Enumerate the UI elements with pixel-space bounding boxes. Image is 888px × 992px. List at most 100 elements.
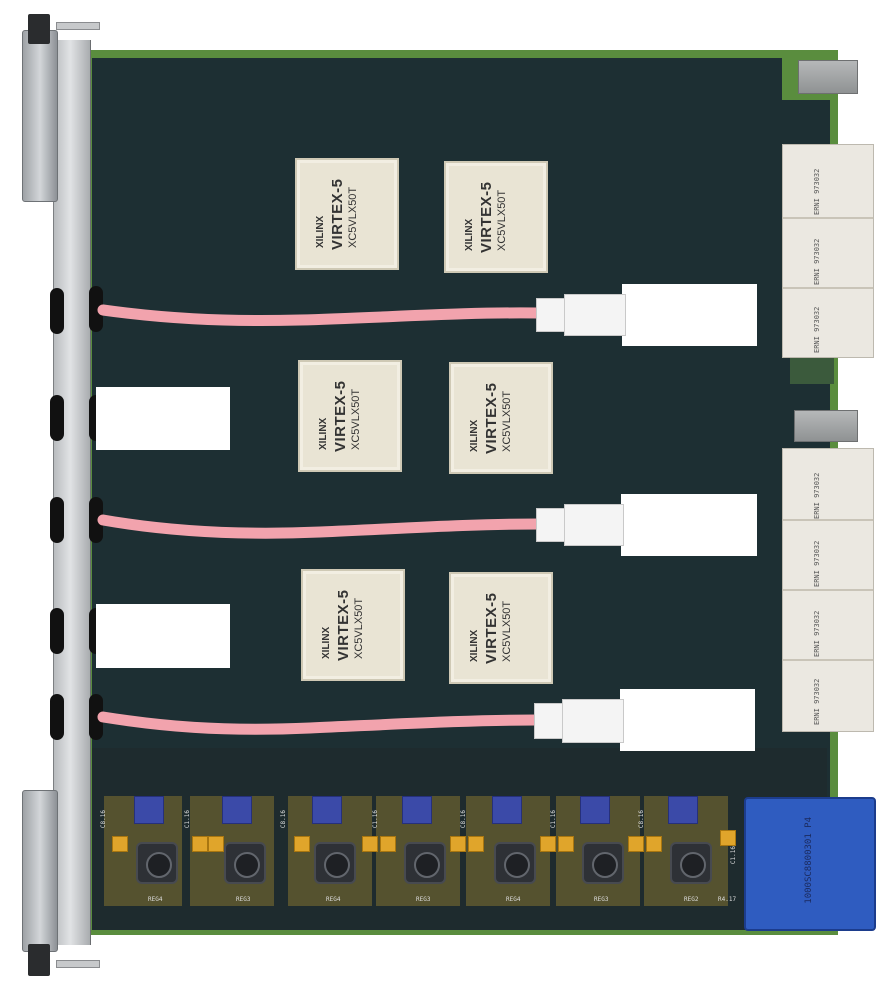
inductor-core	[414, 852, 440, 878]
fiber-cable-3	[97, 711, 542, 735]
tantalum-capacitor	[540, 836, 556, 852]
chip-brand: XILINX	[315, 215, 326, 248]
regulator-label: REG4	[506, 896, 521, 903]
regulator-ic	[222, 796, 252, 824]
front-panel	[53, 40, 91, 945]
fpga-chip: XILINX VIRTEX-5 XC5VLX50T	[298, 360, 402, 472]
bottom-screw-pin	[56, 960, 100, 968]
rj-connector-top[interactable]	[798, 60, 858, 94]
regulator-ic	[134, 796, 164, 824]
tantalum-capacitor	[628, 836, 644, 852]
chip-family: VIRTEX-5	[329, 178, 346, 250]
regulator-ic	[312, 796, 342, 824]
cable-grommet	[50, 694, 64, 740]
connector-divider	[783, 519, 873, 521]
fiber-plug-3	[534, 703, 564, 739]
tantalum-capacitor	[380, 836, 396, 852]
chip-family: VIRTEX-5	[478, 181, 495, 253]
chip-part-number: XC5VLX50T	[353, 597, 365, 659]
connector-label: ERNI 973032	[813, 472, 821, 519]
tantalum-capacitor	[468, 836, 484, 852]
regulator-section: REG4 C8.16 REG3 C1.16 REG4 C8.16 REG3 C1…	[100, 790, 740, 920]
regulator-label: REG3	[594, 896, 609, 903]
regulator-ic	[402, 796, 432, 824]
chip-brand: XILINX	[469, 419, 480, 452]
chip-part-number: XC5VLX50T	[501, 600, 513, 662]
inductor-core	[146, 852, 172, 878]
tantalum-capacitor	[294, 836, 310, 852]
fiber-cable-1	[97, 304, 544, 326]
top-ejector-knob	[28, 14, 50, 44]
capacitor-label: C8.16	[280, 810, 287, 829]
rj-connector-middle[interactable]	[794, 410, 858, 442]
power-inductor	[314, 842, 356, 884]
tantalum-capacitor	[450, 836, 466, 852]
inductor-core	[680, 852, 706, 878]
inductor-core	[234, 852, 260, 878]
chip-part-number: XC5VLX50T	[501, 390, 513, 452]
blank-area	[620, 689, 755, 751]
connector-divider	[783, 217, 873, 219]
chip-family: VIRTEX-5	[335, 589, 352, 661]
fiber-plug-body-1	[564, 294, 626, 336]
capacitor-label: C8.16	[638, 810, 645, 829]
cable-grommet	[89, 694, 103, 740]
top-ejector-handle[interactable]	[22, 30, 58, 202]
capacitor-label: C8.16	[460, 810, 467, 829]
regulator-label: REG3	[236, 896, 251, 903]
fpga-chip: XILINX VIRTEX-5 XC5VLX50T	[444, 161, 548, 273]
connector-divider	[783, 659, 873, 661]
capacitor-label: C1.16	[550, 810, 557, 829]
fiber-plug-body-3	[562, 699, 624, 743]
power-inductor	[494, 842, 536, 884]
power-inductor	[670, 842, 712, 884]
blank-area	[96, 387, 230, 450]
blank-area	[622, 284, 757, 346]
capacitor-label: C1.16	[372, 810, 379, 829]
top-screw-pin	[56, 22, 100, 30]
chip-brand: XILINX	[318, 417, 329, 450]
blank-area	[96, 604, 230, 668]
connector-label: ERNI 973032	[813, 306, 821, 353]
corner-label: R4.17	[718, 896, 737, 903]
connector-label: ERNI 973032	[813, 168, 821, 215]
chip-brand: XILINX	[464, 218, 475, 251]
regulator-label: REG4	[326, 896, 341, 903]
connector-divider	[783, 589, 873, 591]
chip-part-number: XC5VLX50T	[350, 388, 362, 450]
tantalum-capacitor	[208, 836, 224, 852]
chip-part-number: XC5VLX50T	[347, 186, 359, 248]
bottom-ejector-handle[interactable]	[22, 790, 58, 952]
chip-brand: XILINX	[321, 626, 332, 659]
regulator-ic	[668, 796, 698, 824]
inductor-core	[592, 852, 618, 878]
capacitor-label: C1.16	[184, 810, 191, 829]
bottom-ejector-knob	[28, 944, 50, 976]
capacitor-label: C1.16	[730, 846, 737, 865]
cable-grommet	[50, 608, 64, 654]
connector-label: ERNI 973032	[813, 610, 821, 657]
chip-family: VIRTEX-5	[483, 592, 500, 664]
blue-power-module: 1000SC8800301 P4	[744, 797, 876, 931]
tantalum-capacitor	[192, 836, 208, 852]
chip-brand: XILINX	[469, 629, 480, 662]
cable-grommet	[50, 288, 64, 334]
backplane-connector-top: ERNI 973032 ERNI 973032 ERNI 973032	[782, 144, 874, 358]
chip-family: VIRTEX-5	[483, 382, 500, 454]
inductor-core	[504, 852, 530, 878]
connector-label: ERNI 973032	[813, 678, 821, 725]
chip-part-number: XC5VLX50T	[496, 189, 508, 251]
regulator-label: REG4	[148, 896, 163, 903]
cable-grommet	[50, 497, 64, 543]
chip-family: VIRTEX-5	[332, 380, 349, 452]
fiber-cable-2	[97, 514, 544, 539]
fiber-plug-2	[536, 508, 566, 542]
connector-label: ERNI 973032	[813, 238, 821, 285]
blank-area	[621, 494, 757, 556]
blue-module-label: 1000SC8800301 P4	[804, 817, 814, 904]
cable-grommet	[50, 395, 64, 441]
power-inductor	[224, 842, 266, 884]
power-inductor	[582, 842, 624, 884]
fpga-chip: XILINX VIRTEX-5 XC5VLX50T	[295, 158, 399, 270]
